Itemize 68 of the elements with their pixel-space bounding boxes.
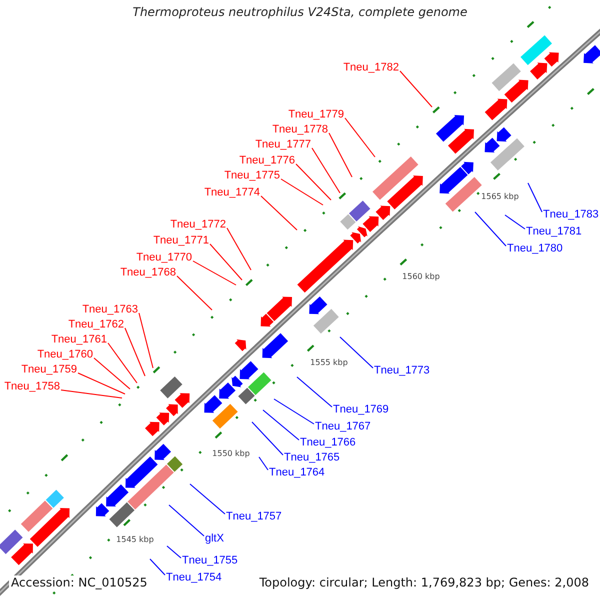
gene-label: Tneu_1764: [269, 466, 325, 480]
leader-line: [296, 164, 332, 200]
gene-label: Tneu_1774: [204, 186, 260, 200]
gene-label: Tneu_1769: [333, 404, 389, 416]
leader-line: [168, 504, 204, 536]
gene-label: Tneu_1773: [374, 364, 430, 378]
leader-line: [226, 228, 252, 270]
leader-line: [274, 398, 314, 424]
scale-label: 1565 kbp: [481, 192, 519, 202]
gene-label: Tneu_1767: [315, 420, 371, 434]
leader-line: [312, 148, 340, 194]
gene-label: Tneu_1775: [224, 170, 280, 182]
leader-line: [176, 276, 212, 310]
leader-line: [280, 178, 324, 206]
scale-label: 1545 kbp: [116, 535, 154, 545]
leader-line: [252, 422, 284, 456]
leader-line: [474, 212, 506, 246]
leader-line: [504, 214, 526, 230]
leader-line: [166, 546, 182, 558]
leader-line: [260, 196, 298, 230]
gene-label: Tneu_1757: [226, 510, 282, 524]
scale-label: 1550 kbp: [212, 449, 250, 459]
leader-line: [60, 390, 122, 398]
gene-label: Tneu_1780: [507, 242, 563, 256]
gene-label: Tneu_1763: [82, 304, 138, 316]
leader-line: [192, 260, 236, 286]
leader-line: [262, 410, 300, 440]
leader-line: [400, 70, 432, 108]
scale-label: 1560 kbp: [402, 272, 440, 282]
leader-line: [344, 118, 376, 158]
gene-label: Tneu_1766: [300, 436, 356, 450]
leader-line: [340, 336, 374, 368]
gene-label: Tneu_1762: [68, 318, 124, 332]
gene-label: Tneu_1781: [526, 226, 582, 238]
gene-label: Tneu_1779: [288, 108, 344, 122]
scale-label: 1555 kbp: [310, 358, 348, 368]
leader-line: [94, 358, 130, 390]
leader-line: [210, 244, 242, 280]
leader-line: [108, 342, 138, 384]
gene-label: Tneu_1765: [284, 452, 340, 464]
gene-label: Tneu_1776: [239, 154, 295, 168]
leader-line: [258, 456, 268, 470]
gene-label: Tneu_1772: [170, 218, 226, 232]
leader-line: [124, 328, 146, 376]
leader-line: [138, 312, 154, 368]
gene-label: Tneu_1754: [166, 572, 222, 584]
leader-line: [328, 132, 352, 178]
gene-label: Tneu_1768: [120, 266, 176, 280]
leader-line: [190, 484, 226, 514]
genome-info-text: Topology: circular; Length: 1,769,823 bp; Genes: 2,008: [257, 576, 591, 590]
gene-label: Tneu_1771: [153, 234, 209, 248]
leader-line: [528, 182, 542, 212]
gene-label: Tneu_1783: [543, 208, 599, 222]
chart-title: Thermoproteus neutrophilus V24Sta, complete genome: [132, 4, 468, 20]
leader-line: [296, 376, 332, 408]
gene-label: Tneu_1758: [4, 380, 60, 394]
genome-info-text: Accession: NC_010525: [9, 576, 150, 590]
gene-label: Tneu_1782: [343, 62, 399, 74]
gene-label: Tneu_1759: [21, 364, 77, 376]
gene-label: Tneu_1770: [136, 252, 192, 264]
gene-label: Tneu_1761: [51, 334, 107, 346]
gene-label: Tneu_1760: [37, 348, 93, 362]
gene-label: gltX: [205, 532, 224, 546]
gene-label: Tneu_1778: [272, 124, 328, 136]
gene-label: Tneu_1777: [255, 138, 311, 152]
leader-line: [150, 558, 166, 576]
gene-label: Tneu_1755: [182, 554, 238, 568]
leader-line: [78, 372, 126, 394]
